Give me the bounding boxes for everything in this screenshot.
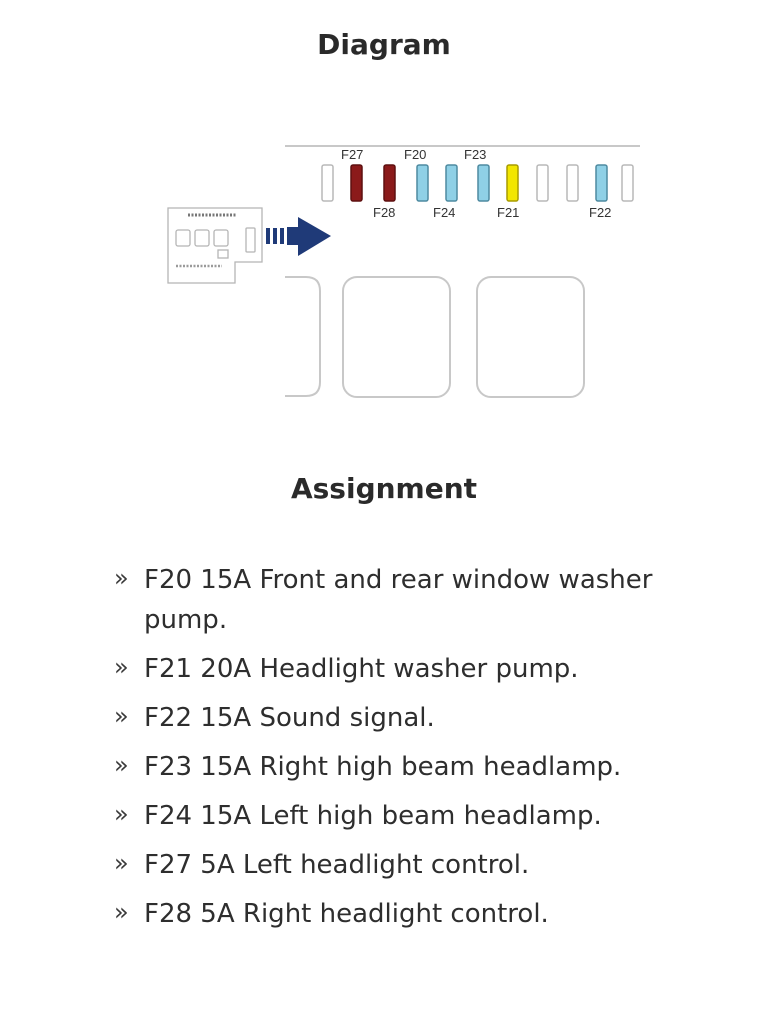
list-item: » F20 15A Front and rear window washer pu… bbox=[112, 560, 712, 640]
bullet-icon: » bbox=[114, 702, 129, 730]
fuse-f20 bbox=[416, 164, 429, 202]
list-item-text: F27 5A Left headlight control. bbox=[144, 850, 530, 880]
list-item: » F27 5A Left headlight control. bbox=[112, 845, 712, 885]
relay-box bbox=[476, 276, 585, 398]
relay-box bbox=[342, 276, 451, 398]
fuse-assignment-list: » F20 15A Front and rear window washer pu… bbox=[112, 560, 712, 943]
list-item-text: F21 20A Headlight washer pump. bbox=[144, 654, 579, 684]
list-item: » F28 5A Right headlight control. bbox=[112, 894, 712, 934]
fuse-label-f22: F22 bbox=[589, 205, 611, 220]
bullet-icon: » bbox=[114, 849, 129, 877]
list-item-text: F20 15A Front and rear window washer pum… bbox=[144, 565, 653, 635]
fuse-f22 bbox=[595, 164, 608, 202]
list-item: » F22 15A Sound signal. bbox=[112, 698, 712, 738]
fuse-label-f20: F20 bbox=[404, 147, 426, 162]
fuse-f21 bbox=[506, 164, 519, 202]
bullet-icon: » bbox=[114, 564, 129, 592]
arrow-right-icon bbox=[266, 217, 331, 256]
fuse-label-f21: F21 bbox=[497, 205, 519, 220]
fuse-empty bbox=[321, 164, 334, 202]
fuse-empty bbox=[536, 164, 549, 202]
list-item-text: F22 15A Sound signal. bbox=[144, 703, 435, 733]
list-item-text: F23 15A Right high beam headlamp. bbox=[144, 752, 622, 782]
diagram-heading: Diagram bbox=[317, 28, 451, 61]
list-item: » F21 20A Headlight washer pump. bbox=[112, 649, 712, 689]
bullet-icon: » bbox=[114, 898, 129, 926]
relay-box-partial bbox=[285, 276, 321, 397]
bullet-icon: » bbox=[114, 751, 129, 779]
fuse-row bbox=[321, 164, 634, 202]
relay-boxes bbox=[285, 276, 585, 398]
fuse-empty bbox=[566, 164, 579, 202]
list-item: » F23 15A Right high beam headlamp. bbox=[112, 747, 712, 787]
fuse-empty bbox=[621, 164, 634, 202]
fuse-box-diagram: F27 F20 F23 F28 F24 F21 F22 bbox=[167, 145, 640, 398]
assignment-heading: Assignment bbox=[290, 472, 478, 505]
fuse-label-f24: F24 bbox=[433, 205, 455, 220]
fuse-box-thumbnail-icon bbox=[167, 207, 263, 284]
fuse-f24 bbox=[445, 164, 458, 202]
list-item-text: F24 15A Left high beam headlamp. bbox=[144, 801, 602, 831]
fuse-label-f23: F23 bbox=[464, 147, 486, 162]
fuse-label-f28: F28 bbox=[373, 205, 395, 220]
bullet-icon: » bbox=[114, 653, 129, 681]
fuse-f27 bbox=[350, 164, 363, 202]
list-item-text: F28 5A Right headlight control. bbox=[144, 899, 549, 929]
bullet-icon: » bbox=[114, 800, 129, 828]
fuse-label-f27: F27 bbox=[341, 147, 363, 162]
fuse-f28 bbox=[383, 164, 396, 202]
list-item: » F24 15A Left high beam headlamp. bbox=[112, 796, 712, 836]
fuse-f23 bbox=[477, 164, 490, 202]
